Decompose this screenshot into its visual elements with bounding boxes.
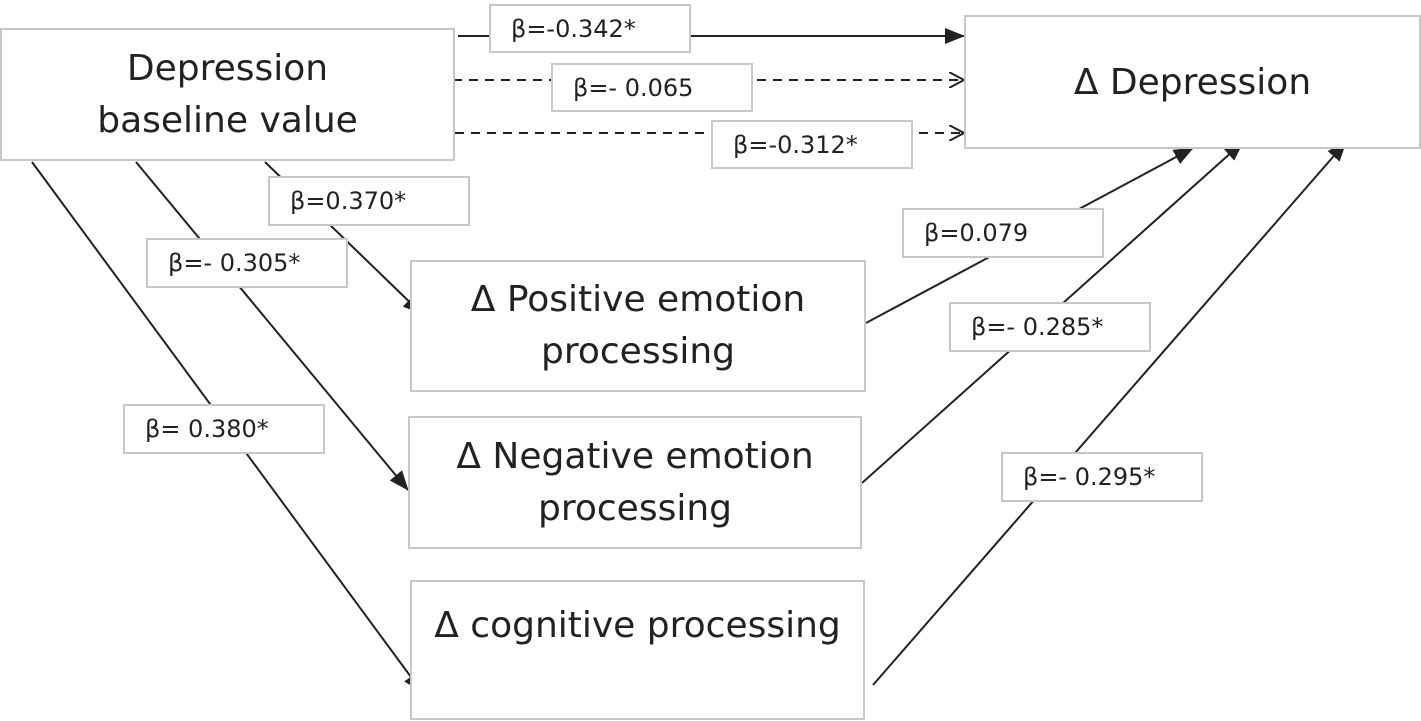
node-delta-depression-label: Δ Depression xyxy=(1073,62,1312,103)
node-delta-negative: Δ Negative emotion processing xyxy=(408,416,862,549)
node-delta-positive-label: Δ Positive emotion processing xyxy=(470,279,806,372)
coef-baseline-to-cognitive: β= 0.380* xyxy=(123,404,325,454)
node-delta-positive: Δ Positive emotion processing xyxy=(410,260,866,392)
node-delta-cognitive: Δ cognitive processing xyxy=(410,580,865,720)
coef-baseline-to-depression: β=-0.342* xyxy=(489,4,691,53)
node-delta-depression: Δ Depression xyxy=(964,15,1421,149)
coef-baseline-to-negative: β=- 0.305* xyxy=(146,238,348,288)
node-depression-baseline-label: Depression baseline value xyxy=(97,47,358,141)
coef-cognitive-to-depression: β=- 0.295* xyxy=(1001,452,1203,502)
node-delta-negative-label: Δ Negative emotion processing xyxy=(456,435,814,529)
coef-positive-to-depression: β=0.079 xyxy=(902,208,1104,258)
coef-negative-indirect: β=-0.312* xyxy=(711,120,913,169)
coef-baseline-to-positive: β=0.370* xyxy=(268,176,470,226)
arrow-cognitive-to-depression xyxy=(872,141,1347,686)
coef-positive-indirect: β=- 0.065 xyxy=(551,63,753,112)
coef-negative-to-depression: β=- 0.285* xyxy=(949,302,1151,352)
arrow-baseline-to-negative xyxy=(135,161,409,491)
node-delta-cognitive-label: Δ cognitive processing xyxy=(434,605,841,646)
node-depression-baseline: Depression baseline value xyxy=(0,28,455,161)
